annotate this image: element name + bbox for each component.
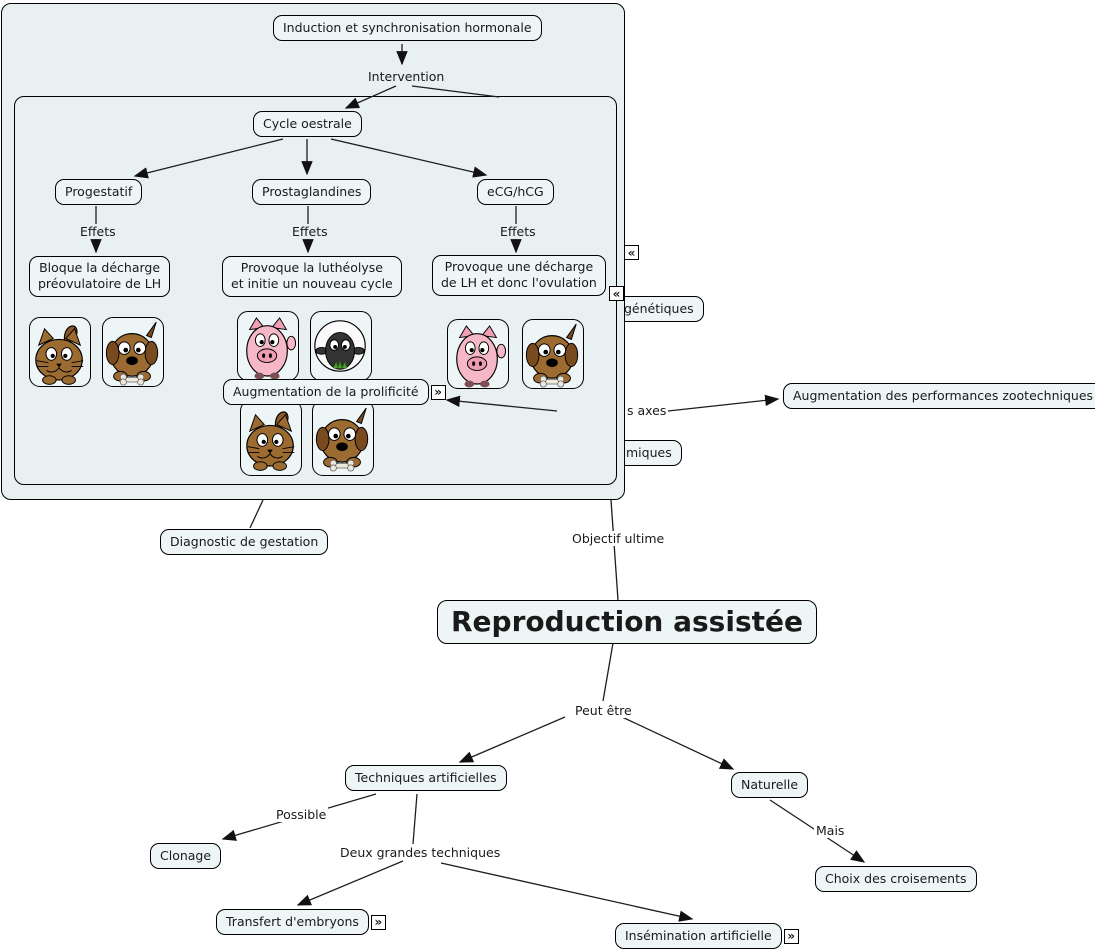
collapse-icon[interactable]: «	[609, 286, 624, 301]
dog-icon	[105, 321, 159, 386]
node-transfert-wrap: Transfert d'embryons »	[216, 909, 386, 936]
node-diagnostic[interactable]: Diagnostic de gestation	[160, 529, 329, 556]
linking-deux-grandes[interactable]: Deux grandes techniques	[338, 845, 503, 860]
linking-effets[interactable]: Effets	[498, 224, 538, 239]
node-reproduction-assistee[interactable]: Reproduction assistée	[437, 600, 817, 645]
node-line: Provoque une décharge	[444, 259, 594, 274]
node-bloque-decharge[interactable]: Bloque la décharge préovulatoire de LH	[29, 256, 171, 297]
collapse-icon[interactable]: «	[624, 245, 639, 260]
node-line: préovulatoire de LH	[38, 276, 162, 292]
linking-possible[interactable]: Possible	[274, 807, 329, 822]
image-node-dog[interactable]	[312, 400, 374, 476]
node-cycle-oestrale[interactable]: Cycle oestrale	[253, 111, 362, 138]
pig-icon	[456, 325, 507, 388]
node-ecg-hcg[interactable]: eCG/hCG	[477, 179, 554, 206]
linking-objectif-ultime[interactable]: Objectif ultime	[570, 531, 667, 546]
node-insemination-wrap: Insémination artificielle »	[615, 923, 799, 950]
cat-icon	[246, 411, 295, 472]
node-techniques-artificielles[interactable]: Techniques artificielles	[345, 765, 507, 792]
expand-icon[interactable]: »	[370, 914, 386, 930]
node-insemination[interactable]: Insémination artificielle	[615, 923, 782, 950]
cat-icon	[35, 325, 84, 386]
node-prolificite-wrap: Augmentation de la prolificité »	[223, 379, 446, 406]
sheep-icon	[314, 320, 366, 372]
node-zootechniques[interactable]: Augmentation des performances zootechniq…	[783, 383, 1095, 410]
node-naturelle[interactable]: Naturelle	[731, 772, 809, 799]
node-prostaglandines[interactable]: Prostaglandines	[252, 179, 372, 206]
node-genetiques-partial[interactable]: génétiques	[614, 296, 704, 323]
linking-axes-partial[interactable]: s axes	[625, 403, 669, 418]
node-miques-partial[interactable]: miques	[616, 440, 682, 467]
dog-icon	[315, 407, 369, 472]
linking-mais[interactable]: Mais	[814, 823, 847, 838]
image-node-sheep[interactable]	[310, 311, 372, 381]
image-node-dog[interactable]	[522, 319, 584, 389]
linking-intervention[interactable]: Intervention	[366, 69, 447, 84]
node-line: et initie un nouveau cycle	[231, 276, 393, 292]
image-node-cat[interactable]	[29, 317, 91, 387]
node-prolificite[interactable]: Augmentation de la prolificité	[223, 379, 429, 406]
node-lutheolyse[interactable]: Provoque la luthéolyse et initie un nouv…	[222, 256, 402, 297]
image-node-pig[interactable]	[447, 319, 509, 389]
expand-icon[interactable]: »	[783, 928, 799, 944]
node-line: Provoque la luthéolyse	[240, 260, 383, 275]
linking-effets[interactable]: Effets	[290, 224, 330, 239]
node-zootechniques-wrap: Augmentation des performances zootechniq…	[783, 383, 1095, 410]
dog-icon	[525, 323, 579, 388]
expand-icon[interactable]: »	[430, 384, 446, 400]
linking-effets[interactable]: Effets	[78, 224, 118, 239]
node-decharge-lh[interactable]: Provoque une décharge de LH et donc l'ov…	[432, 255, 606, 296]
pig-icon	[246, 317, 297, 380]
node-line: Bloque la décharge	[39, 260, 161, 275]
node-transfert-embryons[interactable]: Transfert d'embryons	[216, 909, 369, 936]
node-clonage[interactable]: Clonage	[150, 843, 222, 870]
image-node-dog[interactable]	[102, 317, 164, 387]
node-choix-croisements[interactable]: Choix des croisements	[815, 866, 977, 893]
image-node-cat[interactable]	[240, 400, 302, 476]
image-node-pig[interactable]	[237, 311, 299, 381]
node-line: de LH et donc l'ovulation	[441, 275, 597, 291]
node-induction[interactable]: Induction et synchronisation hormonale	[273, 15, 542, 42]
node-progestatif[interactable]: Progestatif	[55, 179, 143, 206]
linking-peut-etre[interactable]: Peut être	[573, 703, 634, 718]
